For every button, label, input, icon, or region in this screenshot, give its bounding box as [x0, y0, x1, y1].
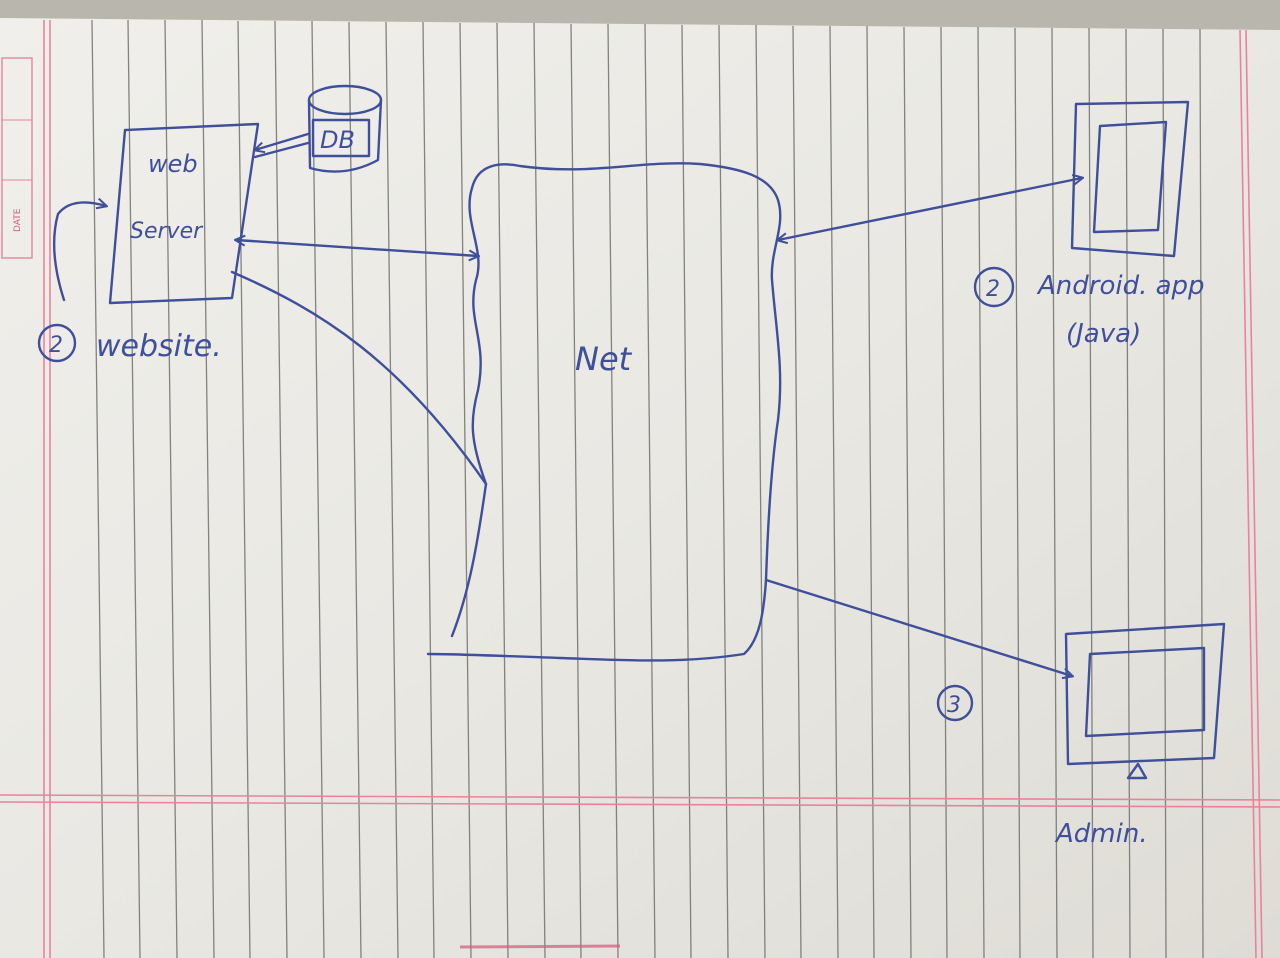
- net-admin-connector: [764, 578, 1072, 676]
- website-number: 2: [49, 333, 63, 358]
- admin-label: Admin.: [1054, 819, 1148, 849]
- admin-monitor-screen: [1084, 646, 1206, 738]
- database-label: DB: [320, 126, 355, 154]
- date-box: DATE: [1, 57, 33, 259]
- database-node: DB: [307, 84, 383, 173]
- pen-mark: [459, 944, 621, 949]
- database-cylinder-body: [307, 98, 383, 173]
- database-label-box: [311, 118, 371, 158]
- android-label: Android. app: [1036, 271, 1205, 301]
- android-phone-screen: [1092, 120, 1168, 234]
- margin-lines: [0, 20, 1280, 958]
- net-android-connector: [778, 178, 1082, 240]
- admin-monitor-stand: [1126, 762, 1148, 780]
- net-cloud-left-tail: [450, 482, 488, 638]
- db-to-server-connector: [255, 132, 310, 150]
- admin-number: 3: [947, 693, 961, 718]
- web-server-node: web Server: [108, 122, 260, 305]
- website-label: website.: [96, 329, 222, 364]
- server-net-curve: [230, 270, 488, 486]
- server-net-connector: [236, 240, 478, 256]
- web-server-box: [108, 122, 260, 305]
- website-pointer-arrow: [52, 202, 106, 302]
- website-label-group: 2 website.: [37, 323, 222, 364]
- date-label: DATE: [13, 208, 23, 232]
- android-device-node: 2 Android. app (Java): [973, 100, 1205, 349]
- android-number-circle: [973, 266, 1015, 308]
- admin-monitor-outline: [1064, 622, 1226, 766]
- db-to-server-connector-2: [253, 141, 310, 159]
- web-server-label-line2: Server: [130, 219, 204, 244]
- admin-number-circle: [936, 684, 974, 722]
- web-server-label-line1: web: [148, 150, 198, 178]
- net-label: Net: [575, 340, 633, 378]
- android-number: 2: [986, 277, 1000, 302]
- website-number-circle: [37, 323, 77, 363]
- android-sublabel: (Java): [1066, 319, 1141, 349]
- admin-monitor-node: 3 Admin.: [936, 622, 1226, 849]
